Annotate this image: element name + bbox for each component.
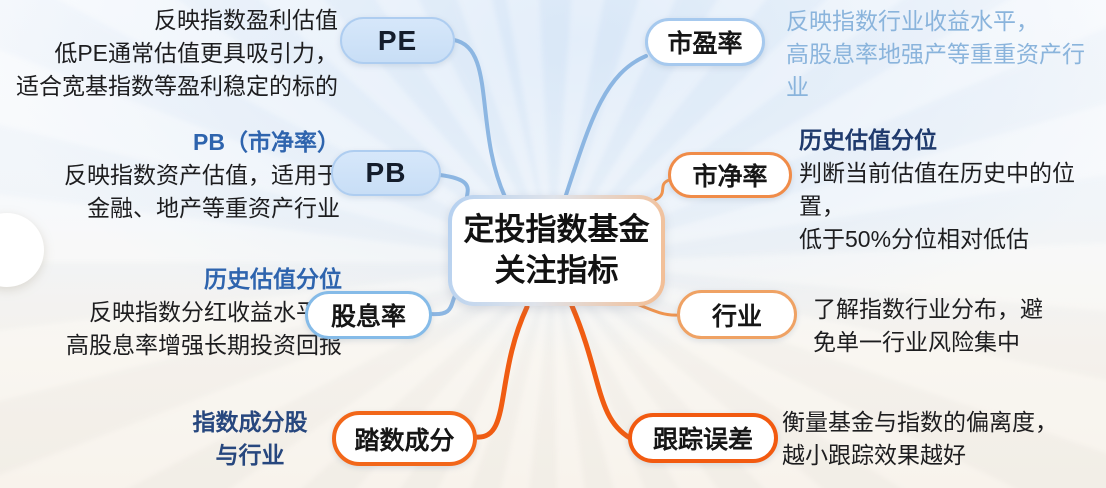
note-line: 高股息率地强产等重重资产行业 xyxy=(786,41,1085,100)
note-pb: PB（市净率） 反映指数资产估值，适用于 金融、地产等重资产行业 xyxy=(0,126,340,225)
note-line: 低于50%分位相对低估 xyxy=(799,226,1030,252)
note-line: 免单一行业风险集中 xyxy=(813,329,1020,355)
node-dividend-yield: 股息率 xyxy=(305,291,432,339)
note-line: 指数成分股 xyxy=(192,409,308,435)
node-pb-ratio: 市净率 xyxy=(668,152,792,198)
node-index-constituents: 踏数成分 xyxy=(332,411,477,466)
note-line: 与行业 xyxy=(215,442,285,468)
connector-pe-center xyxy=(452,38,507,199)
note-valuation-percentile: 历史估值分位 判断当前估值在历史中的位置， 低于50%分位相对低估 xyxy=(799,124,1106,256)
note-line: 低PE通常估值更具吸引力， xyxy=(54,40,338,66)
note-heading: PB（市净率） xyxy=(193,129,340,155)
connector-constituents-center xyxy=(472,304,530,440)
note-line: 了解指数行业分布，避 xyxy=(813,296,1043,322)
note-line: 越小跟踪效果越好 xyxy=(782,442,966,468)
node-pe-ratio: 市盈率 xyxy=(645,18,765,66)
center-title-line2: 关注指标 xyxy=(494,252,619,288)
note-heading: 历史估值分位 xyxy=(799,127,937,153)
note-industry: 了解指数行业分布，避 免单一行业风险集中 xyxy=(813,293,1106,359)
connector-center-pe-ratio xyxy=(564,54,648,197)
note-constituents: 指数成分股 与行业 xyxy=(168,406,332,472)
note-line: 衡量基金与指数的偏离度， xyxy=(782,409,1058,435)
note-line: 判断当前估值在历史中的位置， xyxy=(799,160,1075,219)
node-pb: PB xyxy=(331,150,441,196)
note-line: 反映指数盈利估值 xyxy=(154,7,338,33)
node-tracking-error: 跟踪误差 xyxy=(628,413,778,463)
note-line: 高股息率增强长期投资回报 xyxy=(66,332,342,358)
connector-center-tracking-error xyxy=(569,303,633,441)
note-line: 反映指数分红收益水平， xyxy=(89,299,342,325)
center-node: 定投指数基金 关注指标 xyxy=(448,195,665,306)
note-pe-ratio: 反映指数行业收益水平， 高股息率地强产等重重资产行业 xyxy=(786,5,1106,104)
note-pe: 反映指数盈利估值 低PE通常估值更具吸引力， 适合宽基指数等盈利稳定的标的 xyxy=(0,4,338,103)
node-industry: 行业 xyxy=(677,290,797,339)
note-heading: 历史估值分位 xyxy=(204,266,342,292)
center-title-line1: 定投指数基金 xyxy=(463,212,650,248)
note-tracking-error: 衡量基金与指数的偏离度， 越小跟踪效果越好 xyxy=(782,406,1106,472)
node-pe: PE xyxy=(340,17,455,64)
note-line: 反映指数资产估值，适用于 xyxy=(64,162,340,188)
note-dividend-yield: 历史估值分位 反映指数分红收益水平， 高股息率增强长期投资回报 xyxy=(0,263,342,362)
note-line: 金融、地产等重资产行业 xyxy=(87,195,340,221)
note-line: 适合宽基指数等盈利稳定的标的 xyxy=(16,73,338,99)
note-line: 反映指数行业收益水平， xyxy=(786,8,1039,34)
